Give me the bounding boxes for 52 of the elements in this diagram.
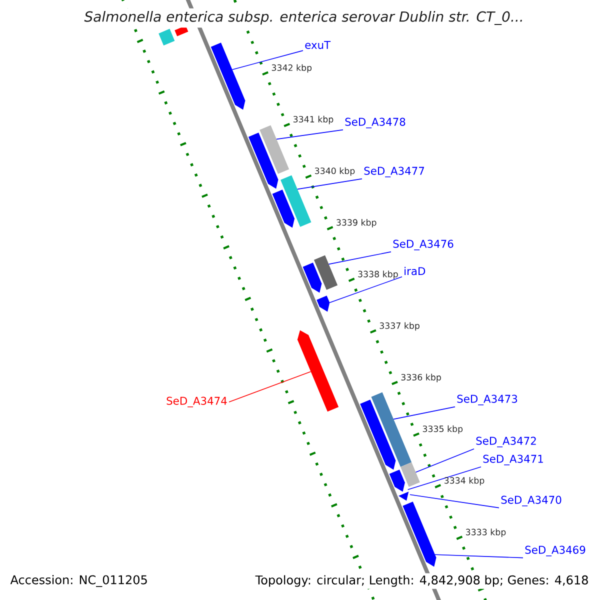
- gene-block: [272, 190, 295, 228]
- gene-block: [297, 330, 339, 412]
- gene-block: [316, 296, 330, 312]
- leader-line: [410, 494, 500, 508]
- gene-label: SeD_A3477: [364, 166, 424, 178]
- tick-label: 3335 kbp: [422, 425, 463, 434]
- gene-label: SeD_A3471: [483, 454, 543, 466]
- gene-label: SeD_A3474: [166, 396, 227, 408]
- leader-line: [228, 371, 312, 402]
- tick-label: 3341 kbp: [294, 116, 334, 124]
- tick-label: 3337 kbp: [380, 322, 420, 331]
- leader-line: [329, 276, 402, 303]
- tick-label: 3333 kbp: [466, 528, 506, 537]
- gene-label: SeD_A3473: [457, 394, 518, 406]
- gene-bar: [280, 175, 312, 227]
- gene-block: [389, 470, 405, 492]
- leader-line: [415, 448, 474, 473]
- tick-label: 3336 kbp: [401, 374, 441, 382]
- gene-block: [248, 132, 278, 189]
- gene-label: SeD_A3470: [501, 496, 562, 506]
- gene-block: [210, 42, 246, 110]
- leader-line: [297, 178, 362, 190]
- gene-label: iraD: [404, 266, 426, 276]
- gene-block: [402, 502, 436, 567]
- gene-bar: [314, 255, 338, 290]
- gene-block: [398, 492, 409, 501]
- genome-info-text: Topology: circular; Length: 4,842,908 bp; Genes: 4,618: [253, 573, 591, 589]
- tick-label: 3340 kbp: [315, 167, 355, 176]
- leader-line: [434, 554, 524, 558]
- tick-label: 3342 kbp: [272, 64, 312, 73]
- accession-text: Accession: NC_011205: [8, 573, 150, 589]
- gene-bar: [400, 462, 420, 487]
- leader-line: [328, 251, 392, 265]
- leader-line: [407, 466, 482, 490]
- gene-bar: [371, 392, 412, 467]
- tick-label: 3338 kbp: [358, 270, 398, 279]
- gene-label: SeD_A3472: [476, 436, 536, 448]
- tick-label: 3334 kbp: [444, 477, 484, 486]
- leader-line: [276, 129, 344, 140]
- title: Salmonella enterica subsp. enterica serovar Dublin str. CT_0...: [82, 8, 526, 28]
- gene-label: exuT: [305, 41, 331, 49]
- gene-bar: [174, 26, 188, 36]
- gene-block: [360, 400, 396, 470]
- leader-line: [393, 406, 456, 420]
- gene-label: SeD_A3469: [525, 546, 586, 556]
- gene-block: [302, 262, 322, 293]
- leader-line: [232, 50, 304, 70]
- tick-label: 3339 kbp: [336, 219, 376, 228]
- gene-bar: [158, 28, 175, 46]
- gene-label: SeD_A3478: [345, 118, 406, 128]
- gene-label: SeD_A3476: [393, 240, 454, 250]
- gene-bar: [260, 125, 290, 174]
